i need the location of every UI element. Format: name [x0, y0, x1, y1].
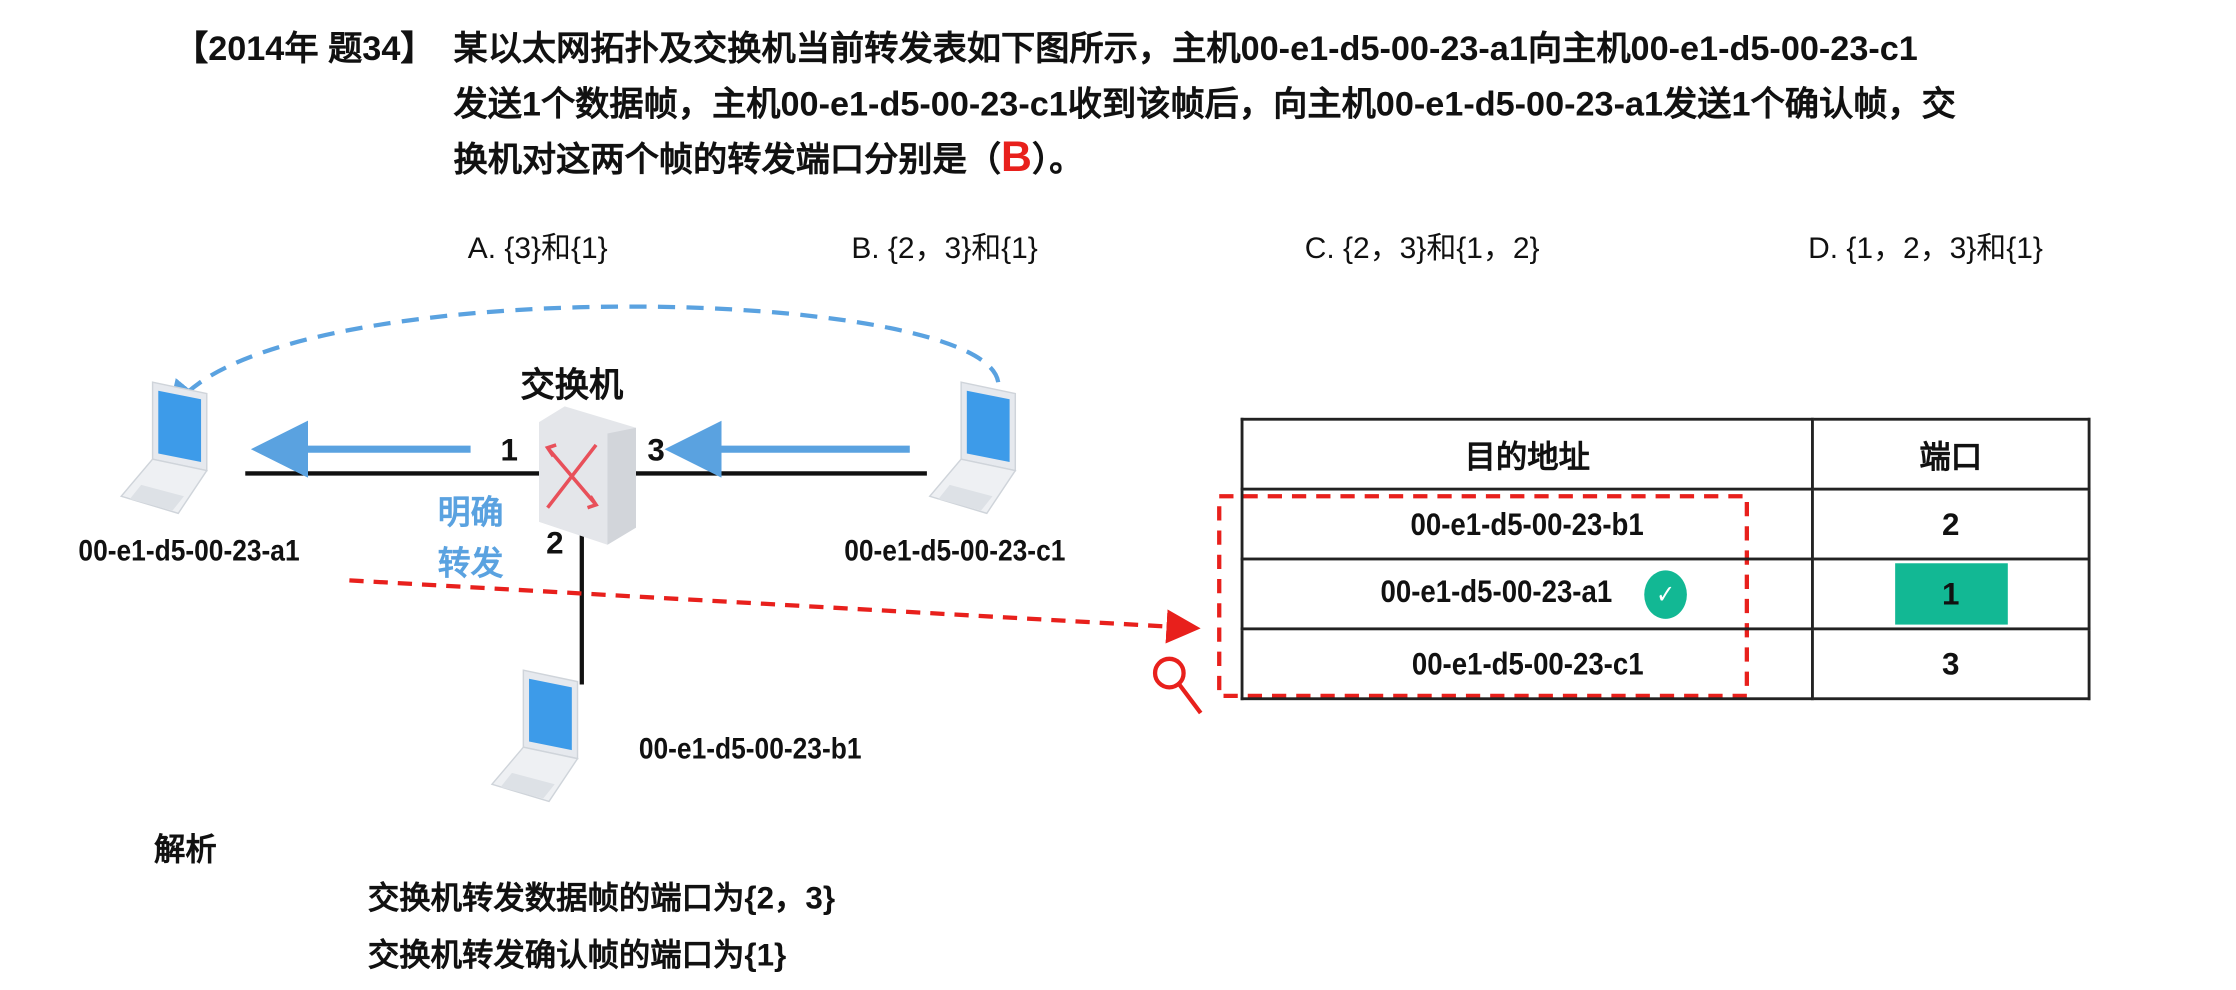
host-b1-label: 00-e1-d5-00-23-b1: [638, 732, 862, 766]
lookup-arrow: [349, 578, 1201, 644]
question-line-1: 某以太网拓扑及交换机当前转发表如下图所示，主机00-e1-d5-00-23-a1…: [453, 29, 1918, 69]
row-addr: 00-e1-d5-00-23-c1: [1411, 645, 1644, 681]
port-1-label: 1: [500, 432, 518, 468]
row-port: 2: [1811, 487, 2091, 561]
analysis-line-2: 交换机转发确认帧的端口为{1}: [367, 936, 787, 973]
question-line-3: 换机对这两个帧的转发端口分别是（B）。: [453, 133, 1083, 187]
note-line-1: 明确: [437, 493, 504, 531]
option-c: C. {2，3}和{1，2}: [1304, 232, 1540, 266]
analysis-line-1: 交换机转发数据帧的端口为{2，3}: [367, 879, 836, 916]
row-addr: 00-e1-d5-00-23-b1: [1410, 505, 1644, 542]
header-port: 端口: [1811, 417, 2091, 491]
row-port-highlighted: 1: [1894, 563, 2008, 625]
option-b: B. {2，3}和{1}: [851, 232, 1038, 266]
question-line-3-text: 换机对这两个帧的转发端口分别是（: [453, 141, 1002, 180]
row-addr: 00-e1-d5-00-23-a1: [1379, 573, 1612, 610]
switch-label: 交换机: [520, 366, 624, 405]
host-c1-label: 00-e1-d5-00-23-c1: [844, 534, 1066, 568]
host-a1-label: 00-e1-d5-00-23-a1: [78, 534, 300, 568]
question-line-3-end: ）。: [1031, 141, 1084, 180]
header-dest-addr: 目的地址: [1240, 417, 1814, 491]
note-line-2: 转发: [437, 544, 504, 582]
switch-icon: [539, 406, 636, 545]
table-row: 00-e1-d5-00-23-b1 2: [1240, 487, 2091, 561]
option-d: D. {1，2，3}和{1}: [1808, 232, 2043, 266]
analysis-title: 解析: [154, 831, 217, 868]
table-row: 00-e1-d5-00-23-a1 ✓ 1: [1240, 557, 2091, 631]
laptop-b1-icon: [491, 669, 579, 803]
dashed-arc-arrow: [167, 304, 1001, 416]
forwarding-table: 目的地址 端口 00-e1-d5-00-23-b1 2 00-e1-d5-00-…: [1240, 417, 2091, 701]
row-port: 3: [1811, 627, 2091, 701]
port-2-label: 2: [546, 524, 564, 561]
answer-mark: B: [1001, 134, 1032, 182]
question-tag: 【2014年 题34】: [173, 29, 435, 69]
laptop-a1-icon: [120, 381, 208, 515]
question-line-2: 发送1个数据帧，主机00-e1-d5-00-23-c1收到该帧后，向主机00-e…: [453, 85, 1956, 125]
table-header: 目的地址 端口: [1240, 417, 2091, 491]
table-row: 00-e1-d5-00-23-c1 3: [1240, 627, 2091, 701]
laptop-c1-icon: [929, 381, 1017, 515]
port-3-label: 3: [647, 432, 665, 468]
magnifier-icon: [1152, 656, 1203, 715]
option-a: A. {3}和{1}: [467, 232, 608, 266]
check-circle-icon: ✓: [1644, 569, 1688, 619]
